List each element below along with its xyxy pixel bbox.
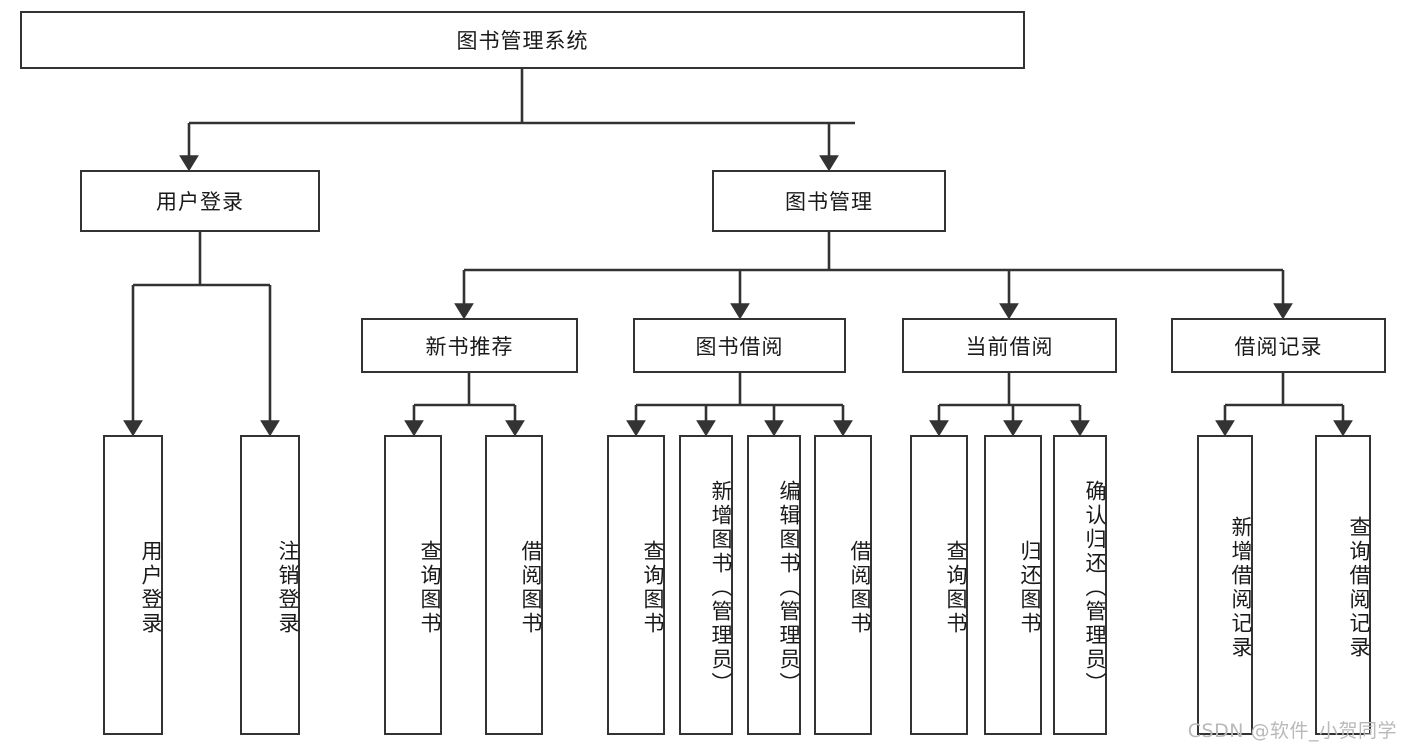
leaf-bb-borrow-book[interactable]: 借阅图书 [814, 435, 872, 735]
leaf-br-add-record-label: 新增借阅记录 [1229, 516, 1253, 660]
leaf-logout-label: 注销登录 [276, 540, 300, 636]
watermark: CSDN @软件_小贺同学 [1187, 720, 1397, 742]
leaf-nbr-borrow-book-label: 借阅图书 [519, 540, 543, 636]
leaf-bb-add-book-admin[interactable]: 新增图书（管理员） [679, 435, 733, 735]
leaf-cb-return-book[interactable]: 归还图书 [984, 435, 1042, 735]
node-new-book-recommend-label: 新书推荐 [425, 334, 514, 359]
leaf-cb-query-book[interactable]: 查询图书 [910, 435, 968, 735]
leaf-bb-query-book[interactable]: 查询图书 [607, 435, 665, 735]
node-book-management-label: 图书管理 [785, 190, 873, 214]
leaf-bb-edit-book-admin-label: 编辑图书（管理员） [777, 480, 801, 696]
leaf-bb-edit-book-admin[interactable]: 编辑图书（管理员） [747, 435, 801, 735]
leaf-bb-borrow-book-label: 借阅图书 [848, 540, 872, 636]
leaf-logout[interactable]: 注销登录 [240, 435, 300, 735]
leaf-cb-confirm-return-admin-label: 确认归还（管理员） [1083, 480, 1107, 696]
leaf-nbr-query-book[interactable]: 查询图书 [384, 435, 442, 735]
node-book-borrow[interactable]: 图书借阅 [633, 318, 846, 373]
leaf-user-login-label: 用户登录 [139, 540, 163, 636]
node-book-management[interactable]: 图书管理 [712, 170, 946, 232]
leaf-br-query-record[interactable]: 查询借阅记录 [1315, 435, 1371, 735]
leaf-cb-confirm-return-admin[interactable]: 确认归还（管理员） [1053, 435, 1107, 735]
node-root-label: 图书管理系统 [456, 29, 589, 53]
leaf-br-query-record-label: 查询借阅记录 [1347, 516, 1371, 660]
leaf-cb-return-book-label: 归还图书 [1018, 540, 1042, 636]
leaf-br-add-record[interactable]: 新增借阅记录 [1197, 435, 1253, 735]
node-book-borrow-label: 图书借阅 [695, 334, 784, 359]
leaf-user-login[interactable]: 用户登录 [103, 435, 163, 735]
leaf-nbr-query-book-label: 查询图书 [418, 540, 442, 636]
leaf-cb-query-book-label: 查询图书 [944, 540, 968, 636]
leaf-bb-add-book-admin-label: 新增图书（管理员） [709, 480, 733, 696]
node-current-borrow-label: 当前借阅 [965, 334, 1054, 359]
node-root[interactable]: 图书管理系统 [20, 11, 1025, 69]
node-current-borrow[interactable]: 当前借阅 [902, 318, 1117, 373]
leaf-nbr-borrow-book[interactable]: 借阅图书 [485, 435, 543, 735]
leaf-bb-query-book-label: 查询图书 [641, 540, 665, 636]
node-user-login[interactable]: 用户登录 [80, 170, 320, 232]
node-borrow-record[interactable]: 借阅记录 [1171, 318, 1386, 373]
node-borrow-record-label: 借阅记录 [1234, 334, 1323, 359]
node-new-book-recommend[interactable]: 新书推荐 [361, 318, 578, 373]
node-user-login-label: 用户登录 [156, 190, 244, 214]
